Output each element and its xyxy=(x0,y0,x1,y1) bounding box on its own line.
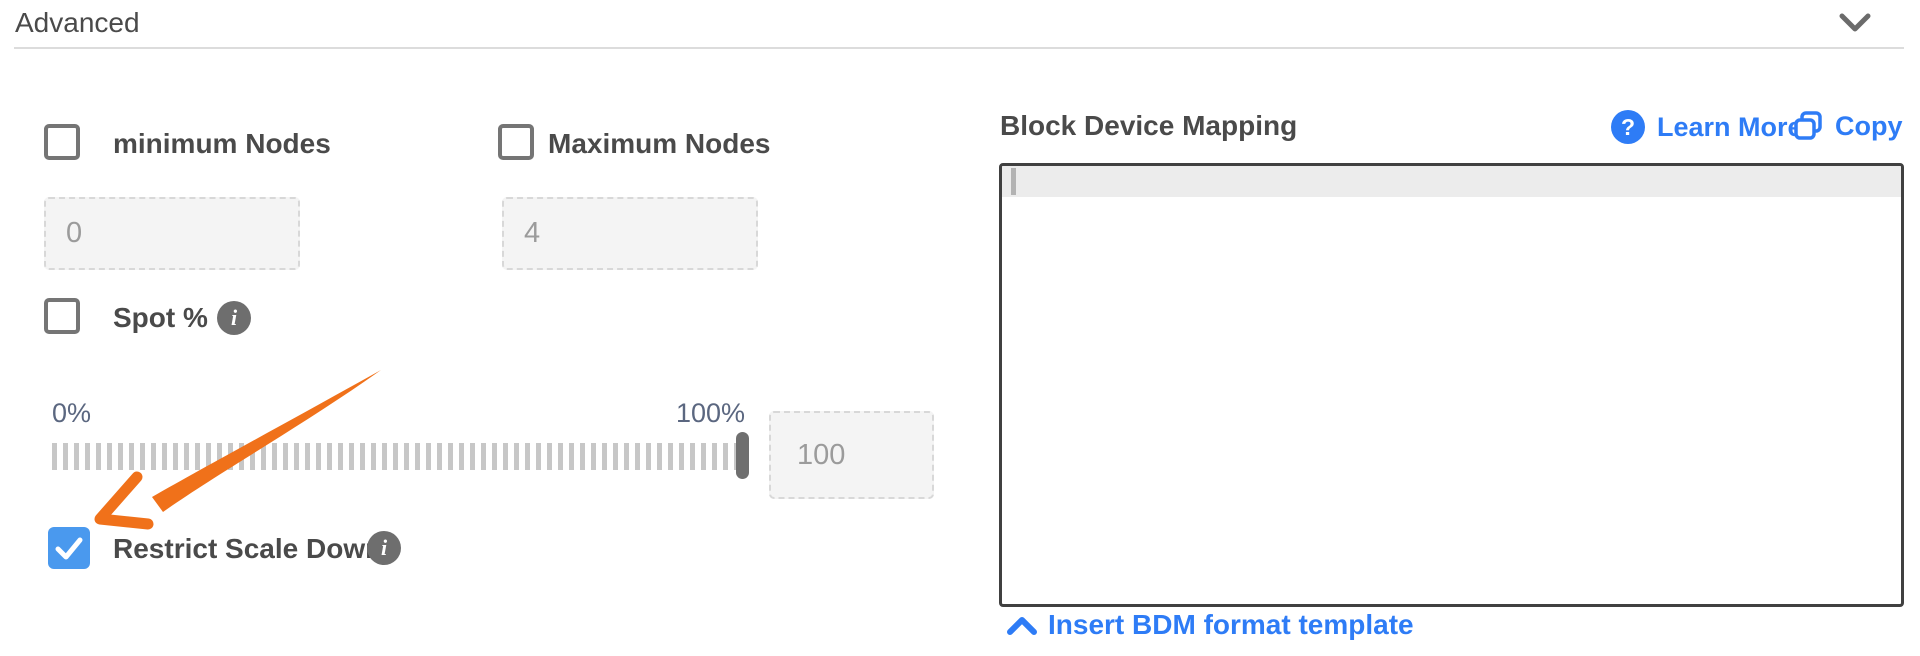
learn-more-link[interactable]: ? Learn More xyxy=(1611,110,1803,144)
learn-more-label: Learn More xyxy=(1657,111,1803,142)
spot-percent-slider-track[interactable] xyxy=(52,443,749,470)
header-divider xyxy=(14,47,1904,49)
maximum-nodes-checkbox[interactable] xyxy=(498,124,534,160)
editor-active-line xyxy=(1002,166,1901,197)
spot-percent-slider-handle[interactable] xyxy=(736,432,749,479)
spot-percent-checkbox[interactable] xyxy=(44,298,80,334)
editor-cursor xyxy=(1011,168,1016,195)
restrict-info-icon[interactable]: i xyxy=(367,531,401,565)
section-title: Advanced xyxy=(15,7,140,38)
insert-bdm-template-link[interactable]: Insert BDM format template xyxy=(1048,609,1414,640)
spot-percent-input[interactable] xyxy=(769,411,934,499)
minimum-nodes-input[interactable] xyxy=(44,197,300,270)
bdm-editor[interactable] xyxy=(999,163,1904,607)
restrict-scale-down-label: Restrict Scale Down xyxy=(113,533,383,564)
restrict-scale-down-checkbox[interactable] xyxy=(48,527,90,569)
checkmark-icon xyxy=(55,537,83,560)
minimum-nodes-checkbox[interactable] xyxy=(44,124,80,160)
maximum-nodes-label: Maximum Nodes xyxy=(548,128,771,159)
spot-percent-label: Spot % xyxy=(113,302,208,333)
bdm-title: Block Device Mapping xyxy=(1000,110,1298,141)
minimum-nodes-label: minimum Nodes xyxy=(113,128,331,159)
copy-label: Copy xyxy=(1835,110,1903,141)
chevron-up-icon[interactable] xyxy=(1006,615,1038,642)
chevron-down-icon[interactable] xyxy=(1838,10,1872,41)
copy-button[interactable]: Copy xyxy=(1793,110,1903,142)
spot-info-icon[interactable]: i xyxy=(217,301,251,335)
slider-max-label: 100% xyxy=(675,398,745,428)
maximum-nodes-input[interactable] xyxy=(502,197,758,270)
slider-min-label: 0% xyxy=(52,398,92,428)
question-mark-icon: ? xyxy=(1611,110,1645,144)
copy-icon xyxy=(1794,111,1822,140)
